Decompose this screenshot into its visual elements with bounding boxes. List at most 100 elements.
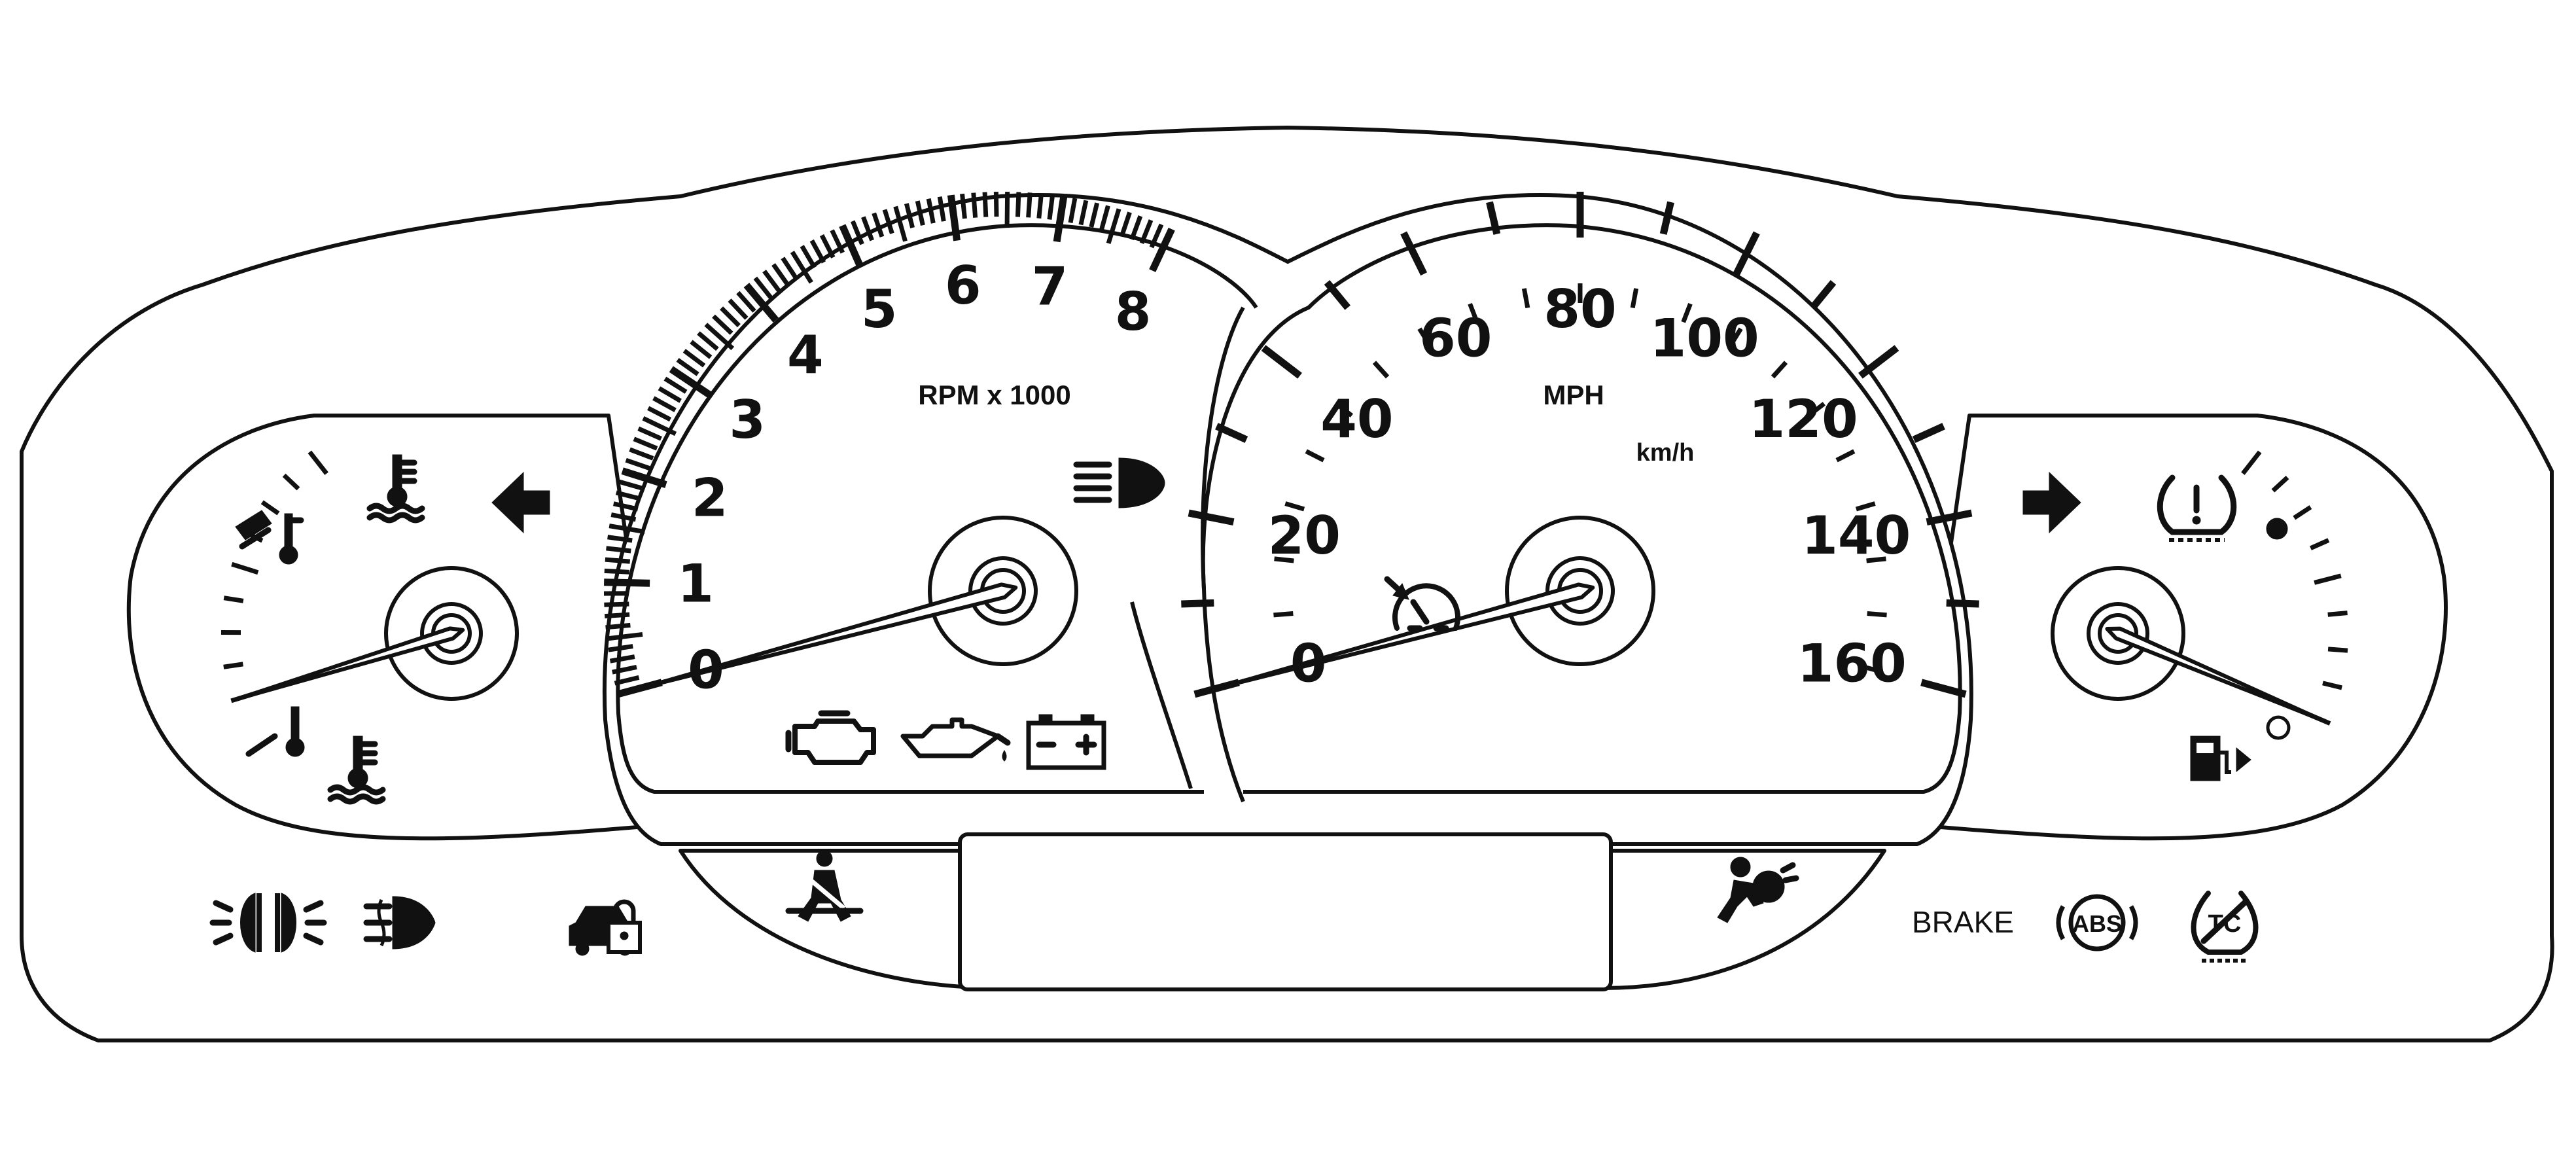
- speedometer-kmh-tick: [1867, 611, 1887, 618]
- gauge-tick: [2293, 505, 2312, 520]
- high-beam-headlamp-icon: [1073, 457, 1165, 508]
- speedometer-major-tick: [1858, 345, 1899, 379]
- speedometer-minor-tick: [1215, 423, 1248, 443]
- speedometer-major-tick: [1920, 679, 1967, 698]
- cruise-control-icon: [1384, 576, 1460, 631]
- tachometer-minor-tick: [809, 239, 826, 264]
- tachometer-major-tick: [604, 578, 650, 587]
- gauge-divider: [1201, 306, 1245, 803]
- tachometer-minor-tick: [830, 229, 845, 254]
- speedometer-kmh-label: km/h: [1636, 439, 1695, 467]
- tachometer-minor-tick: [609, 654, 635, 664]
- gauge-tick: [282, 473, 300, 491]
- speedometer-tick-label: 120: [1749, 389, 1858, 450]
- tachometer-major-tick: [1053, 196, 1068, 243]
- tachometer-minor-tick: [904, 203, 915, 228]
- speedometer-kmh-tick: [1835, 449, 1856, 463]
- tachometer-minor-tick: [605, 557, 631, 564]
- tachometer-minor-tick: [1078, 200, 1089, 226]
- tachometer-minor-tick: [1015, 192, 1021, 217]
- tachometer-minor-tick: [652, 396, 677, 412]
- speedometer-minor-tick: [1181, 599, 1214, 608]
- tachometer-inner-ring: [616, 223, 1258, 794]
- abs-label: ABS: [2072, 910, 2122, 937]
- tachometer-minor-tick: [629, 447, 654, 461]
- tachometer-minor-tick: [612, 501, 639, 512]
- tachometer-minor-tick: [971, 192, 978, 218]
- speedometer-tick-label: 160: [1797, 633, 1907, 694]
- gauge-tick: [260, 500, 280, 516]
- speedometer-ticks: [1181, 192, 1979, 698]
- tachometer-minor-tick: [728, 298, 749, 320]
- tire-pressure-icon: [2157, 474, 2237, 542]
- tachometer-minor-tick: [736, 291, 756, 313]
- speedometer-kmh-tick: [1858, 663, 1878, 673]
- tachometer-minor-tick: [690, 340, 713, 359]
- tachometer-minor-tick: [633, 436, 658, 451]
- gauge-tick: [2271, 476, 2289, 493]
- speedometer-tick-label: 100: [1650, 308, 1759, 368]
- speedometer-minor-tick: [1810, 279, 1837, 310]
- tachometer-minor-tick: [1106, 208, 1121, 244]
- tachometer-minor-tick: [861, 216, 874, 241]
- tachometer-minor-tick: [614, 675, 640, 686]
- gauge-tick: [231, 561, 259, 575]
- tachometer-tick-label: 7: [1032, 256, 1068, 317]
- fuel-gauge-needle: [2105, 626, 2325, 722]
- tachometer-tick-label: 5: [861, 279, 898, 340]
- speedometer-major-tick: [1733, 231, 1760, 276]
- tachometer-minor-tick: [882, 209, 894, 234]
- fuel-full-marker: [2266, 518, 2288, 540]
- speedometer-kmh-tick: [1284, 501, 1305, 512]
- seatbelt-icon: [785, 850, 864, 922]
- tachometer-minor-tick: [615, 490, 641, 501]
- coolant-temperature-high-icon: [366, 454, 425, 524]
- speedometer-kmh-tick: [1274, 556, 1294, 563]
- tachometer-minor-tick: [982, 192, 989, 217]
- tachometer-minor-tick: [1089, 202, 1100, 228]
- tachometer-minor-tick: [819, 234, 836, 258]
- security-lock-icon: [569, 899, 642, 956]
- oil-pressure-icon: [900, 717, 1011, 762]
- tachometer-minor-tick: [762, 270, 781, 293]
- gauge-tick: [2327, 647, 2348, 653]
- tachometer-minor-tick: [604, 568, 629, 575]
- speedometer-kmh-tick: [1728, 327, 1743, 347]
- tachometer-tick-label: 4: [787, 325, 824, 385]
- tachometer-minor-tick: [604, 601, 629, 607]
- tachometer-tick-label: 6: [945, 255, 981, 316]
- tachometer-minor-tick: [937, 196, 946, 222]
- speedometer-major-tick: [1926, 509, 1973, 526]
- speedometer-minor-tick: [1659, 201, 1674, 235]
- tachometer-minor-tick: [712, 314, 733, 335]
- tachometer-minor-tick: [893, 205, 908, 242]
- speedometer-kmh-tick: [1771, 361, 1788, 379]
- tachometer-major-tick: [1149, 227, 1175, 272]
- tachometer-minor-tick: [926, 198, 936, 224]
- speedometer-tick-label: 60: [1419, 308, 1492, 368]
- speedometer-major-tick: [1400, 231, 1428, 276]
- tachometer-minor-tick: [1149, 223, 1164, 249]
- tachometer-minor-tick: [647, 406, 672, 422]
- tachometer-tick-label: 3: [729, 389, 766, 450]
- left-turn-arrow-icon: [491, 471, 550, 534]
- fog-lamp-icon: [363, 896, 436, 950]
- odometer-display: [958, 832, 1613, 991]
- temperature-gauge-ticks: [221, 450, 328, 703]
- traction-control-icon: TC: [2191, 891, 2259, 963]
- tachometer-minor-tick: [612, 665, 637, 675]
- speedometer-kmh-tick: [1681, 302, 1693, 323]
- brake-indicator: BRAKE: [1912, 905, 2014, 939]
- tachometer-minor-tick: [604, 612, 630, 619]
- tachometer-minor-tick: [682, 349, 706, 368]
- speedometer-kmh-tick: [1521, 288, 1530, 309]
- gauge-tick: [2327, 611, 2348, 617]
- tachometer-minor-tick: [771, 263, 790, 287]
- speedometer-major-tick: [1261, 345, 1302, 379]
- tachometer-unit-label: RPM x 1000: [918, 380, 1070, 410]
- tachometer-minor-tick: [697, 331, 719, 351]
- speedometer-kmh-tick: [1273, 611, 1294, 618]
- tachometer-minor-tick: [704, 323, 735, 351]
- speedometer-tick-label: 20: [1268, 505, 1341, 566]
- speedometer-major-tick: [1188, 509, 1235, 526]
